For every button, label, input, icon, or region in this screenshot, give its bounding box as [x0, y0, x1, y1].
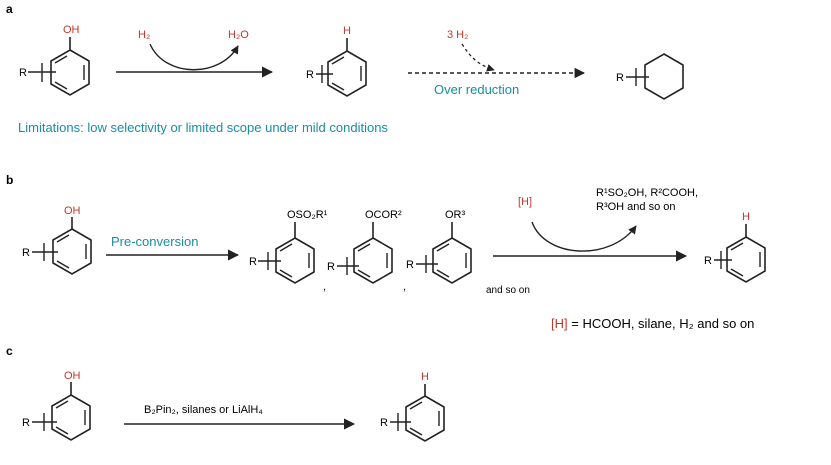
r-substituent-label: R	[380, 417, 388, 429]
curved-arrow	[149, 43, 239, 71]
three-h2-label: 3 H₂	[447, 29, 468, 41]
byproducts-line-2: R³OH and so on	[596, 201, 675, 213]
panel-c-phenol: OH R	[22, 370, 91, 441]
ether-group-label: OR³	[445, 209, 466, 221]
r-substituent-label: R	[327, 261, 335, 273]
byproducts-line-1: R¹SO₂OH, R²COOH,	[596, 187, 698, 199]
r-substituent-label: R	[704, 255, 712, 267]
benzene-ring	[51, 394, 91, 441]
h2o-label: H₂O	[228, 29, 249, 41]
panel-c-arene-product: H R	[380, 371, 445, 442]
and-so-on-label: and so on	[486, 285, 530, 296]
panel-a-cyclohexane: R	[616, 53, 684, 100]
r-substituent-label: R	[19, 67, 27, 79]
hydrogen-label: H	[742, 211, 750, 223]
hydroxyl-label: OH	[63, 24, 80, 36]
reagents-label: B₂Pin₂, silanes or LiAlH₄	[144, 404, 263, 416]
panel-b-label: b	[6, 173, 13, 187]
benzene-ring	[432, 237, 472, 284]
ester-group-label: OCOR²	[365, 209, 402, 221]
hydride-definition-text: = HCOOH, silane, H₂ and so on	[568, 316, 755, 331]
r-substituent-label: R	[22, 247, 30, 259]
hydrogen-label: H	[421, 371, 429, 383]
hydroxyl-label: OH	[64, 205, 81, 217]
r-substituent-label: R	[22, 417, 30, 429]
sulfonate-group-label: OSO₂R¹	[287, 209, 328, 221]
benzene-ring	[726, 236, 766, 283]
panel-a: a OH R H₂ H₂O H R	[6, 2, 684, 135]
r-substituent-label: R	[306, 69, 314, 81]
hydride-source-label: [H]	[518, 196, 532, 208]
cyclohexane-ring	[644, 53, 684, 100]
over-reduction-label: Over reduction	[434, 82, 519, 97]
hydride-definition: [H] = HCOOH, silane, H₂ and so on	[551, 316, 754, 331]
separator-comma: ,	[403, 281, 406, 293]
panel-a-phenol: OH R	[19, 24, 90, 96]
panel-b-phenol: OH R	[22, 205, 92, 275]
panel-c-label: c	[6, 344, 13, 358]
benzene-ring	[275, 237, 315, 284]
panel-a-arene-product: H R	[306, 25, 367, 97]
hydroxyl-label: OH	[64, 370, 81, 382]
r-substituent-label: R	[249, 256, 257, 268]
benzene-ring	[405, 395, 445, 442]
preconversion-label: Pre-conversion	[111, 234, 198, 249]
separator-comma: ,	[323, 281, 326, 293]
curved-arrow	[531, 221, 637, 252]
panel-b-arene-product: H R	[704, 211, 766, 283]
aryl-ether: OR³ R	[406, 209, 472, 284]
dashed-curved-arrow	[461, 43, 495, 72]
benzene-ring	[50, 49, 90, 96]
r-substituent-label: R	[406, 259, 414, 271]
benzene-ring	[353, 237, 393, 284]
benzene-ring	[52, 228, 92, 275]
panel-c: c OH R B₂Pin₂, silanes or LiAlH₄ H R	[6, 344, 445, 442]
aryl-ester: OCOR² R	[327, 209, 402, 284]
hydrogen-label: H	[343, 25, 351, 37]
benzene-ring	[327, 50, 367, 97]
h2-label: H₂	[138, 29, 150, 41]
panel-a-label: a	[6, 2, 13, 16]
aryl-sulfonate: OSO₂R¹ R	[249, 209, 328, 284]
r-substituent-label: R	[616, 72, 624, 84]
hydride-definition-bracket: [H]	[551, 316, 568, 331]
limitations-note: Limitations: low selectivity or limited …	[18, 120, 388, 135]
panel-b: b OH R Pre-conversion OSO₂R¹ R ,	[6, 173, 766, 331]
